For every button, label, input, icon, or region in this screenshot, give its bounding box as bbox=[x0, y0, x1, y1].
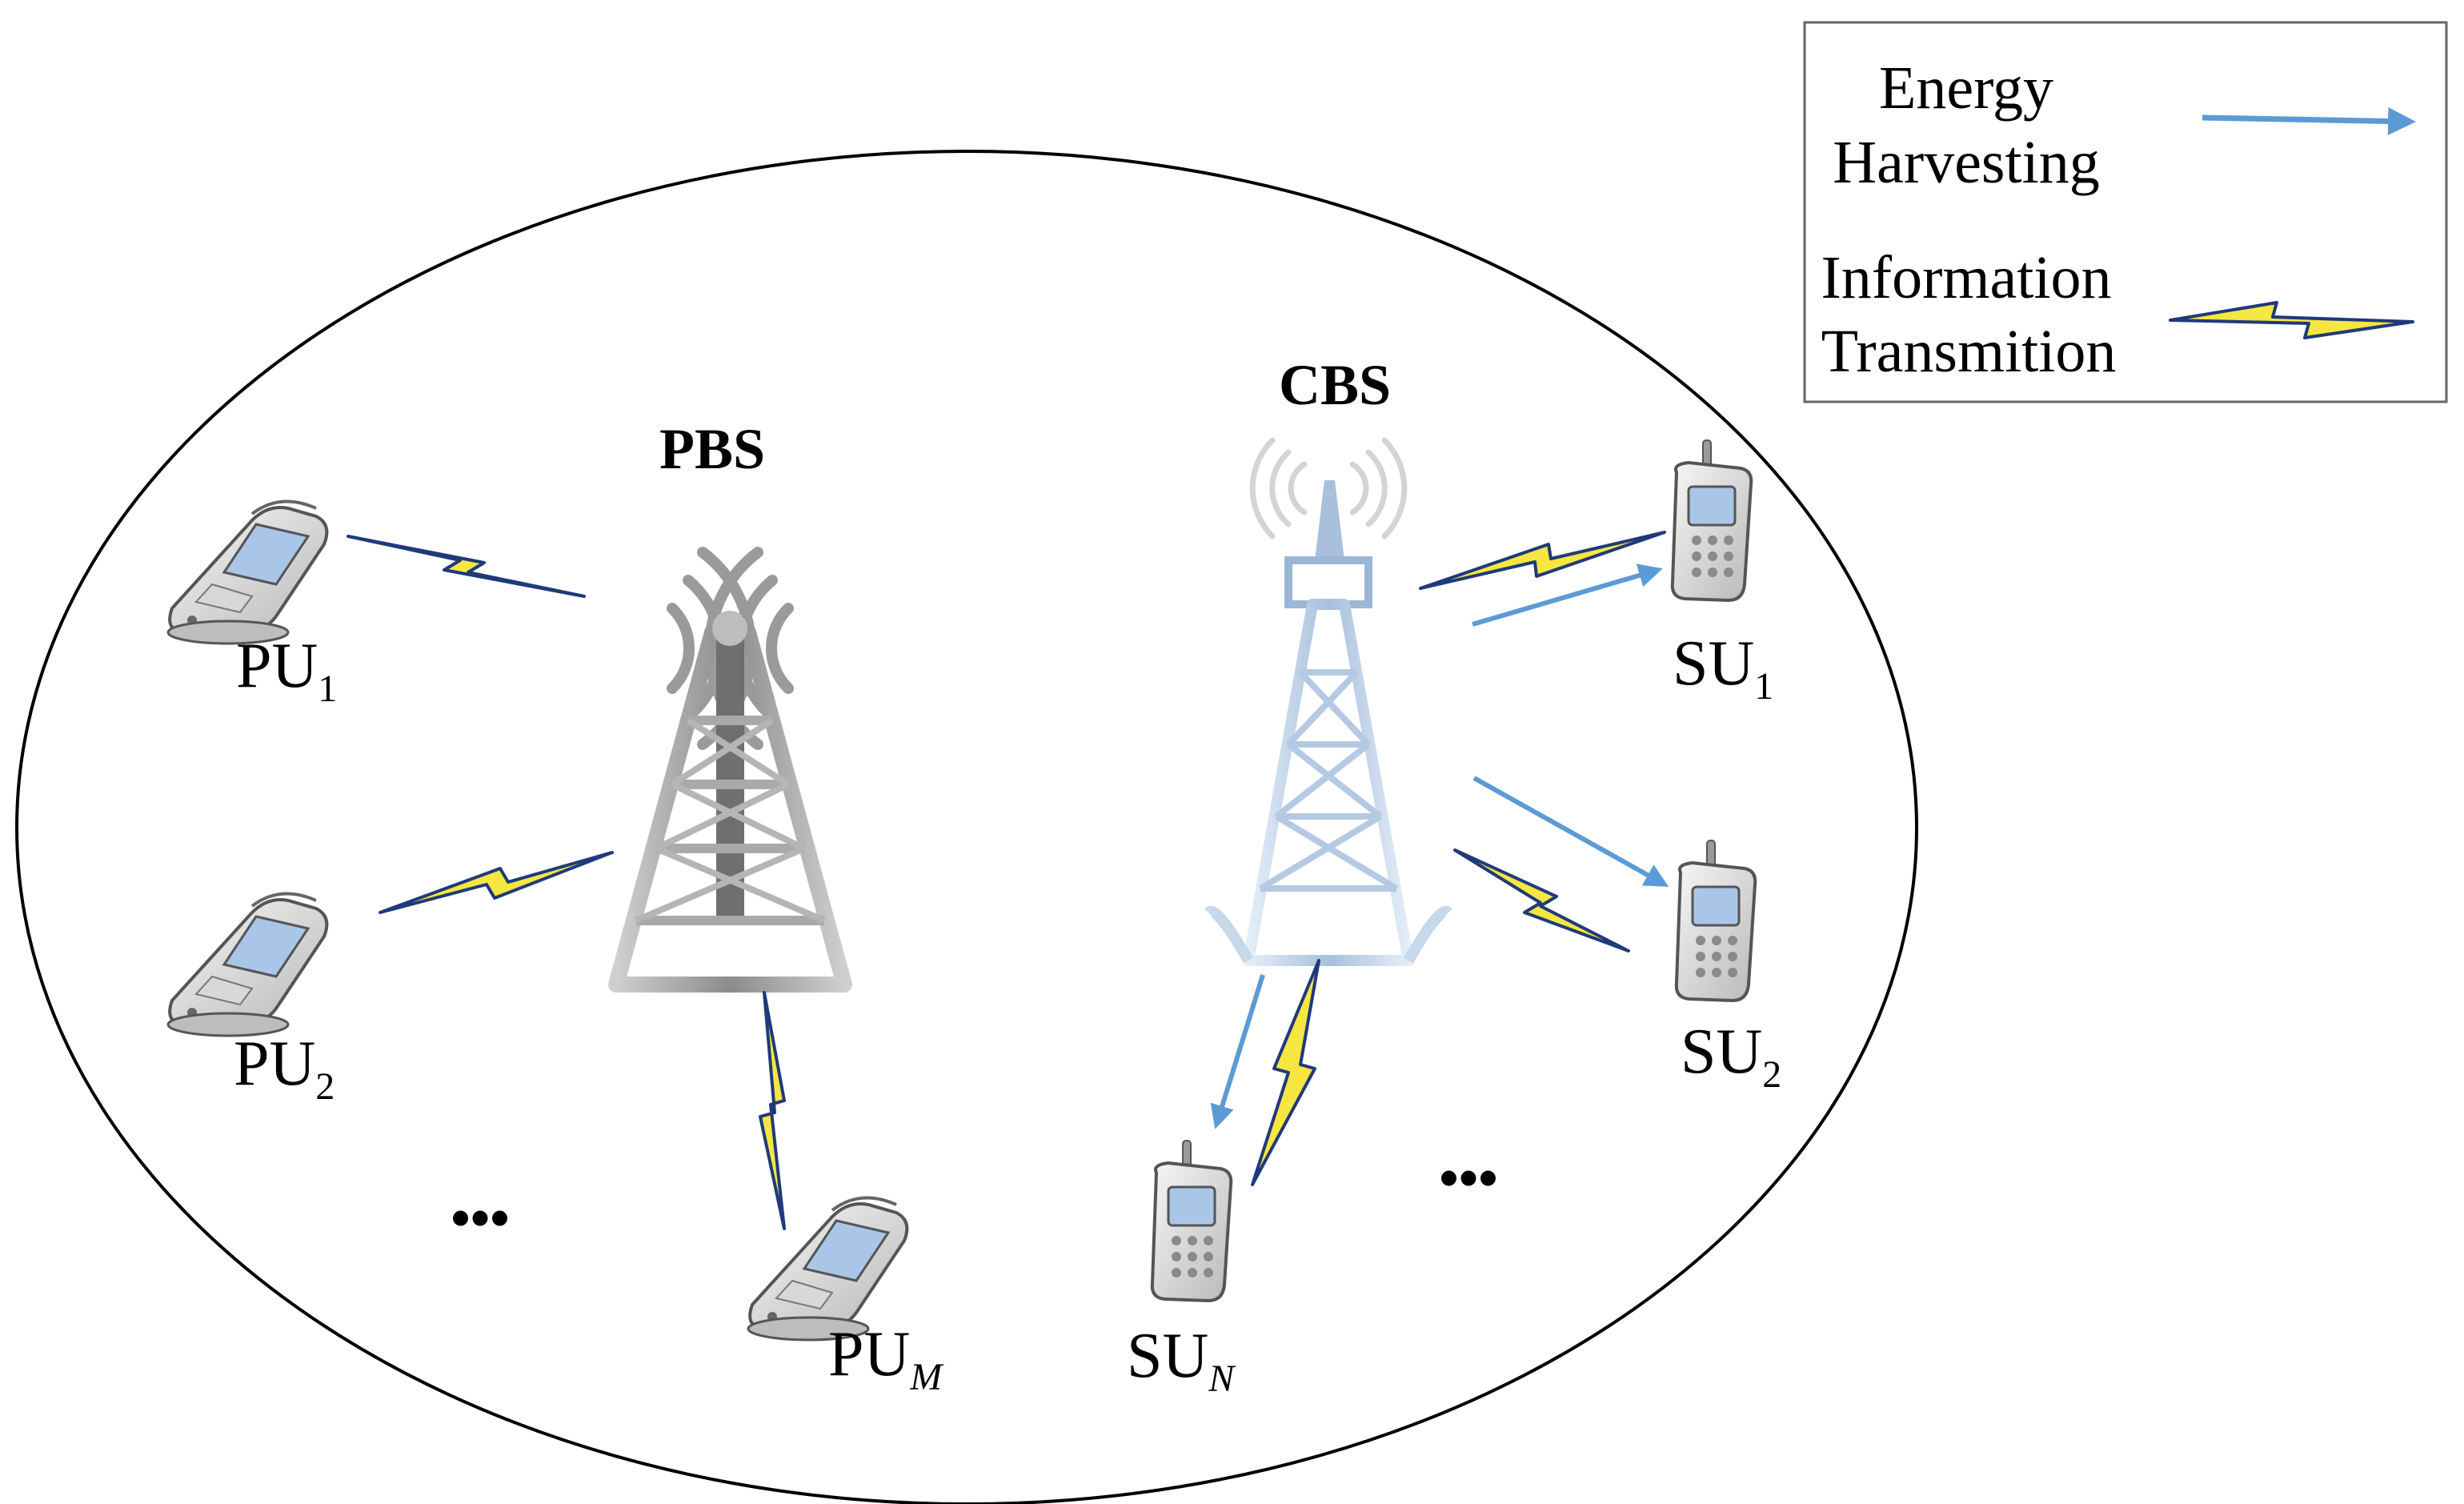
pu-ellipsis: ••• bbox=[451, 1188, 510, 1249]
cbs-label: CBS bbox=[1279, 353, 1391, 417]
cbs-tower-icon bbox=[1204, 437, 1452, 966]
info-links-cbs bbox=[1251, 531, 1666, 1186]
legend-info-line2: Transmition bbox=[1821, 318, 2117, 385]
pu2-label: PU2 bbox=[234, 1029, 335, 1108]
sun-phone-icon bbox=[1150, 1139, 1233, 1302]
legend-frame bbox=[1803, 21, 2448, 403]
bolt-cbs-su1 bbox=[1419, 531, 1666, 590]
legend-energy-line2: Harvesting bbox=[1833, 129, 2099, 196]
bolt-pbs-pum bbox=[759, 991, 786, 1230]
legend-info-line1: Information bbox=[1821, 244, 2111, 311]
su2-phone-icon bbox=[1674, 839, 1757, 1002]
su2-label: SU2 bbox=[1681, 1017, 1781, 1096]
bolt-cbs-sun bbox=[1251, 959, 1320, 1186]
energy-arrow-su1 bbox=[1472, 563, 1663, 627]
bolt-cbs-su2 bbox=[1453, 848, 1630, 953]
su-ellipsis: ••• bbox=[1439, 1148, 1498, 1209]
info-links-pbs bbox=[347, 535, 786, 1230]
legend-energy-line1: Energy bbox=[1879, 54, 2053, 122]
su1-label: SU1 bbox=[1673, 628, 1773, 708]
bolt-pbs-pu1 bbox=[347, 535, 586, 598]
bolt-pbs-pu2 bbox=[379, 851, 614, 914]
energy-links bbox=[1210, 563, 1669, 1129]
su1-phone-icon bbox=[1670, 439, 1753, 602]
legend-energy-arrow bbox=[2202, 106, 2416, 135]
energy-arrow-su2 bbox=[1472, 776, 1669, 887]
legend: Energy Harvesting Information Transmitio… bbox=[1803, 21, 2448, 403]
pu1-phone-icon bbox=[166, 499, 329, 645]
legend-bolt-icon bbox=[2169, 301, 2414, 339]
coverage-ellipse bbox=[15, 150, 1918, 1504]
pbs-tower-icon bbox=[608, 547, 852, 993]
sun-label: SUN bbox=[1127, 1321, 1236, 1400]
pum-label: PUM bbox=[828, 1319, 944, 1398]
energy-arrow-sun bbox=[1210, 974, 1265, 1129]
pu2-phone-icon bbox=[166, 892, 329, 1037]
pbs-label: PBS bbox=[659, 417, 765, 481]
pu1-label: PU1 bbox=[236, 631, 337, 710]
